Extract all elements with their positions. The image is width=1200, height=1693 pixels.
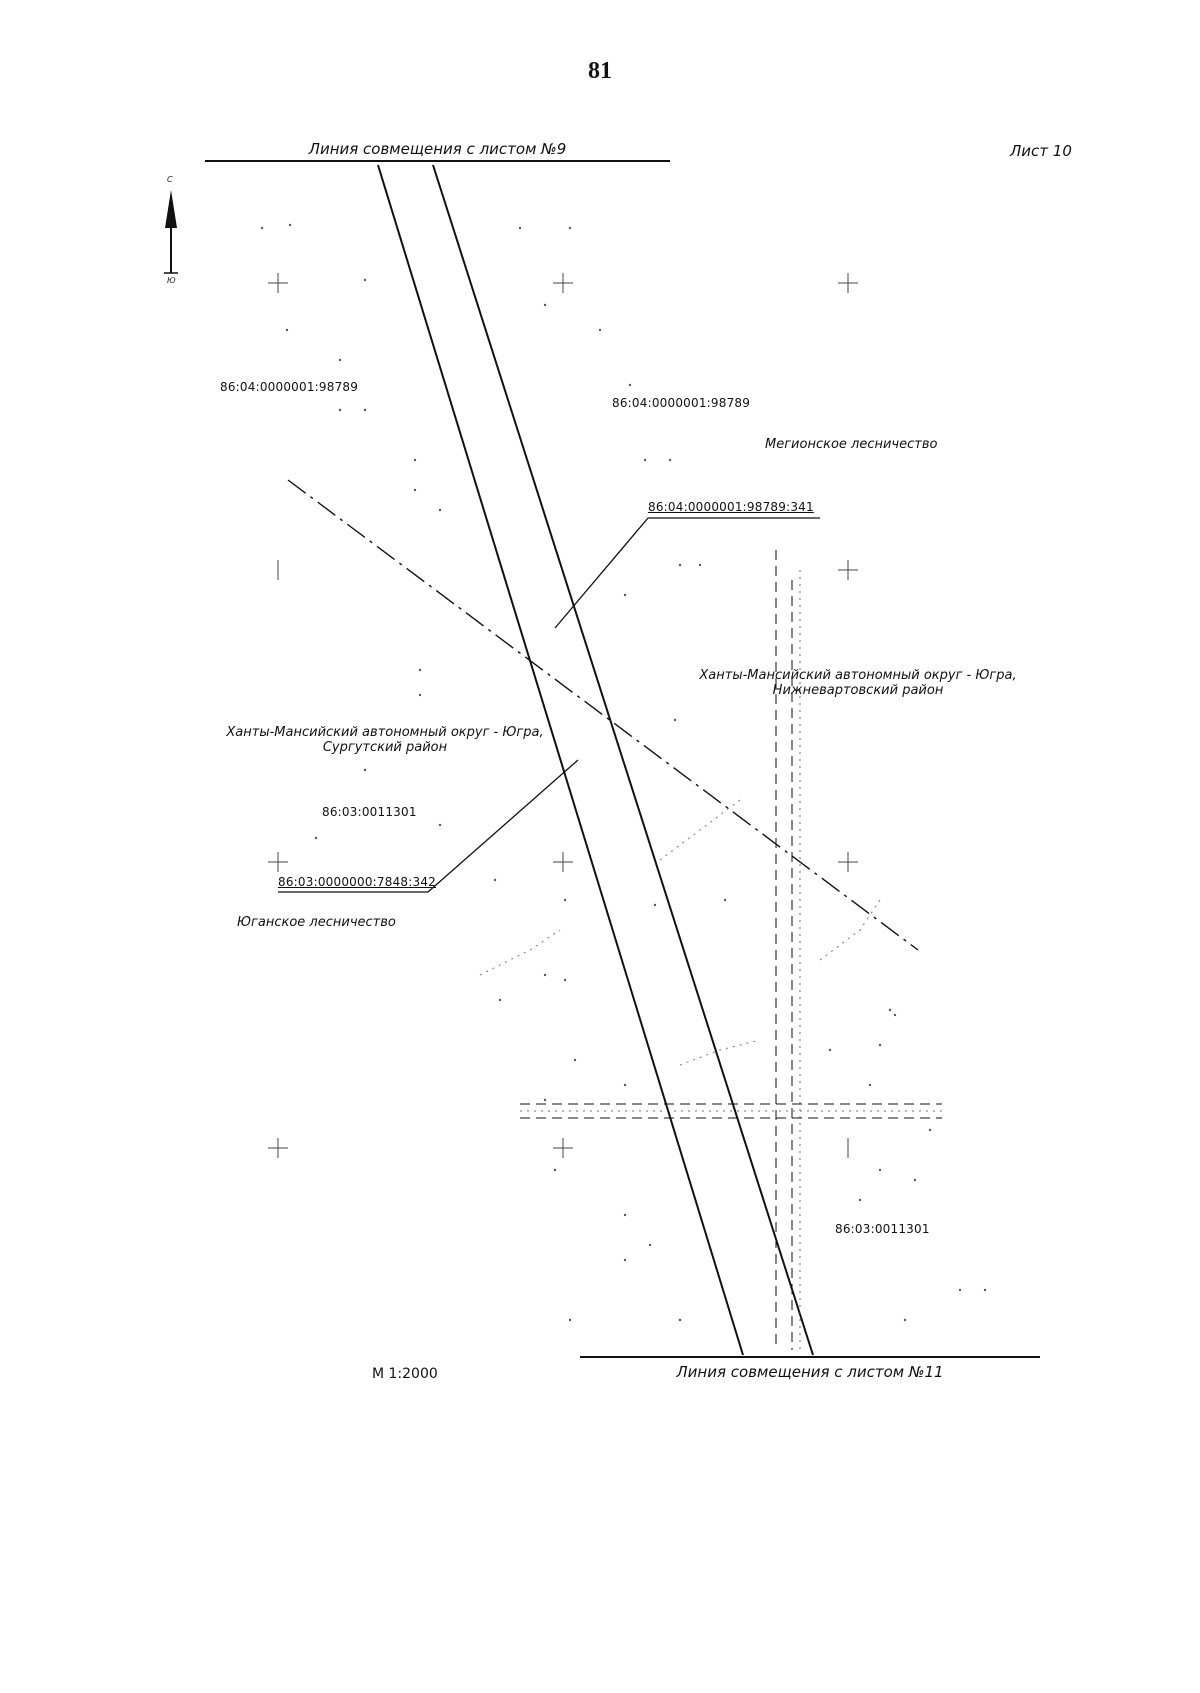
parcel-label-98789-right: 86:04:0000001:98789 bbox=[612, 396, 751, 410]
khmao-surgut-line2: Сургутский район bbox=[322, 740, 448, 755]
khmao-nizhnevartovsk-line2: Нижневартовский район bbox=[772, 683, 944, 698]
khmao-nizhnevartovsk-label: Ханты-Мансийский автономный округ - Югра… bbox=[688, 668, 1028, 698]
parcel-label-98789-341: 86:04:0000001:98789:341 bbox=[648, 500, 814, 514]
compass-south-label: Ю bbox=[167, 276, 176, 285]
megion-forestry-label: Мегионское лесничество bbox=[765, 437, 938, 452]
leader-342 bbox=[427, 759, 579, 893]
admin-boundary-line bbox=[287, 479, 919, 951]
compass-north-label: С bbox=[167, 175, 173, 184]
yugan-forestry-label: Юганское лесничество bbox=[237, 915, 396, 930]
match-line-bottom-label: Линия совмещения с листом №11 bbox=[676, 1363, 944, 1381]
parcel-label-7848-342: 86:03:0000000:7848:342 bbox=[278, 875, 436, 889]
match-line-top-label: Линия совмещения с листом №9 bbox=[308, 140, 567, 158]
corridor-left-boundary bbox=[377, 164, 744, 1356]
page-number: 81 bbox=[588, 58, 612, 84]
khmao-nizhnevartovsk-line1: Ханты-Мансийский автономный округ - Югра… bbox=[699, 668, 1017, 683]
parcel-label-11301-center: 86:03:0011301 bbox=[322, 805, 417, 819]
parcel-label-98789-left: 86:04:0000001:98789 bbox=[220, 380, 359, 394]
leader-341 bbox=[554, 517, 649, 629]
khmao-surgut-line1: Ханты-Мансийский автономный округ - Югра… bbox=[226, 725, 544, 740]
khmao-surgut-label: Ханты-Мансийский автономный округ - Югра… bbox=[215, 725, 555, 755]
scale-label: М 1:2000 bbox=[372, 1366, 438, 1382]
corridor-right-boundary bbox=[432, 164, 814, 1356]
north-arrow-icon bbox=[164, 190, 178, 274]
sheet-label: Лист 10 bbox=[1010, 142, 1072, 160]
parcel-label-11301-bottom: 86:03:0011301 bbox=[835, 1222, 930, 1236]
